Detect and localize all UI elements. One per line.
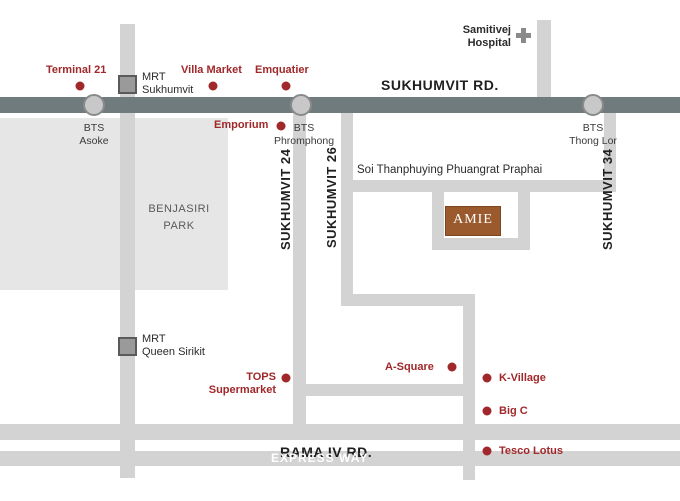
hospital-line2: Hospital: [467, 37, 511, 49]
soi-bottom-branch: [432, 238, 530, 250]
sukhumvit-road-label: SUKHUMVIT RD.: [381, 77, 499, 93]
emporium-label[interactable]: Emporium: [214, 119, 269, 131]
bts-asoke-line2: Asoke: [79, 135, 109, 147]
amie-brand-logo[interactable]: AMIE: [445, 206, 501, 236]
bts-asoke-line1: BTS: [83, 122, 105, 134]
sukhumvit-26-link: [341, 294, 475, 306]
sukhumvit-34-road: [604, 110, 616, 192]
mrt-sukhumvit-station[interactable]: [118, 75, 137, 94]
terminal21-marker[interactable]: [75, 81, 85, 91]
k-village-marker[interactable]: [482, 373, 492, 383]
benjasiri-park-area: [0, 118, 228, 290]
mrt-queen-line1: MRT: [142, 333, 166, 345]
plus-cross-icon: [516, 28, 531, 43]
k-village-label[interactable]: K-Village: [499, 372, 546, 384]
expressway-road: [0, 451, 680, 466]
villa-market-label[interactable]: Villa Market: [181, 64, 242, 76]
hospital-line1: Samitivej: [462, 24, 511, 36]
a-square-label[interactable]: A-Square: [385, 361, 434, 373]
emquatier-marker[interactable]: [281, 81, 291, 91]
villa-market-marker[interactable]: [208, 81, 218, 91]
mrt-queen-line2: Queen Sirikit: [142, 346, 205, 358]
tesco-label[interactable]: Tesco Lotus: [499, 445, 563, 457]
tops-line1: TOPS: [246, 371, 276, 383]
mrt-sukhumvit-label: MRT Sukhumvit: [142, 71, 193, 97]
mrt-queen-sirikit-label: MRT Queen Sirikit: [142, 333, 205, 359]
samitivej-hospital-label: Samitivej Hospital: [455, 24, 511, 50]
park-line1: BENJASIRI: [148, 203, 210, 215]
tesco-marker[interactable]: [482, 446, 492, 456]
bts-thonglor-line1: BTS: [582, 122, 604, 134]
amie-logo-text: AMIE: [453, 212, 493, 227]
expressway-label: EXPRESS WAY: [271, 451, 369, 465]
sukhumvit-26-road: [341, 113, 353, 306]
soi-right-branch: [518, 180, 530, 250]
bts-asoke-label: BTS Asoke: [64, 122, 124, 148]
soi-left-branch: [432, 180, 444, 250]
emporium-marker[interactable]: [276, 121, 286, 131]
sukhumvit-26-label: SUKHUMVIT 26: [324, 146, 339, 248]
benjasiri-park-label: BENJASIRI PARK: [136, 203, 222, 233]
tops-label[interactable]: TOPS Supermarket: [206, 371, 276, 397]
sukhumvit-24-label: SUKHUMVIT 24: [278, 148, 293, 250]
bts-phromphong-label: BTS Phromphong: [268, 122, 340, 148]
sukhumvit-24-road: [293, 106, 306, 428]
bts-phromphong-line2: Phromphong: [273, 135, 335, 147]
sukhumvit-34-label: SUKHUMVIT 34: [600, 148, 615, 250]
bts-phromphong-station[interactable]: [290, 94, 312, 116]
bts-asoke-station[interactable]: [83, 94, 105, 116]
rama-iv-road: [0, 424, 680, 440]
soi-thanphuying-label: Soi Thanphuying Phuangrat Praphai: [357, 164, 543, 176]
sukhumvit-road: [0, 97, 680, 113]
tops-marker[interactable]: [281, 373, 291, 383]
asoke-road: [120, 24, 135, 478]
emquatier-label[interactable]: Emquatier: [255, 64, 309, 76]
hospital-road: [537, 20, 551, 100]
bts-phromphong-line1: BTS: [293, 122, 315, 134]
rama-iv-road-label: RAMA IV RD.: [280, 444, 373, 460]
mrt-queen-sirikit-station[interactable]: [118, 337, 137, 356]
park-line2: PARK: [163, 220, 195, 232]
big-c-marker[interactable]: [482, 406, 492, 416]
mrt-sukhumvit-line1: MRT: [142, 71, 166, 83]
tops-line2: Supermarket: [208, 384, 276, 396]
bts-thonglor-station[interactable]: [582, 94, 604, 116]
big-c-label[interactable]: Big C: [499, 405, 528, 417]
bts-thonglor-label: BTS Thong Lor: [563, 122, 623, 148]
bts-thonglor-line2: Thong Lor: [569, 135, 617, 147]
amie-logo-subtext: [446, 227, 500, 233]
a-square-marker[interactable]: [447, 362, 457, 372]
terminal21-label[interactable]: Terminal 21: [46, 64, 107, 76]
soi-thanphuying-road: [341, 180, 616, 192]
mrt-sukhumvit-line2: Sukhumvit: [142, 84, 194, 96]
tops-connector-road: [300, 384, 475, 396]
